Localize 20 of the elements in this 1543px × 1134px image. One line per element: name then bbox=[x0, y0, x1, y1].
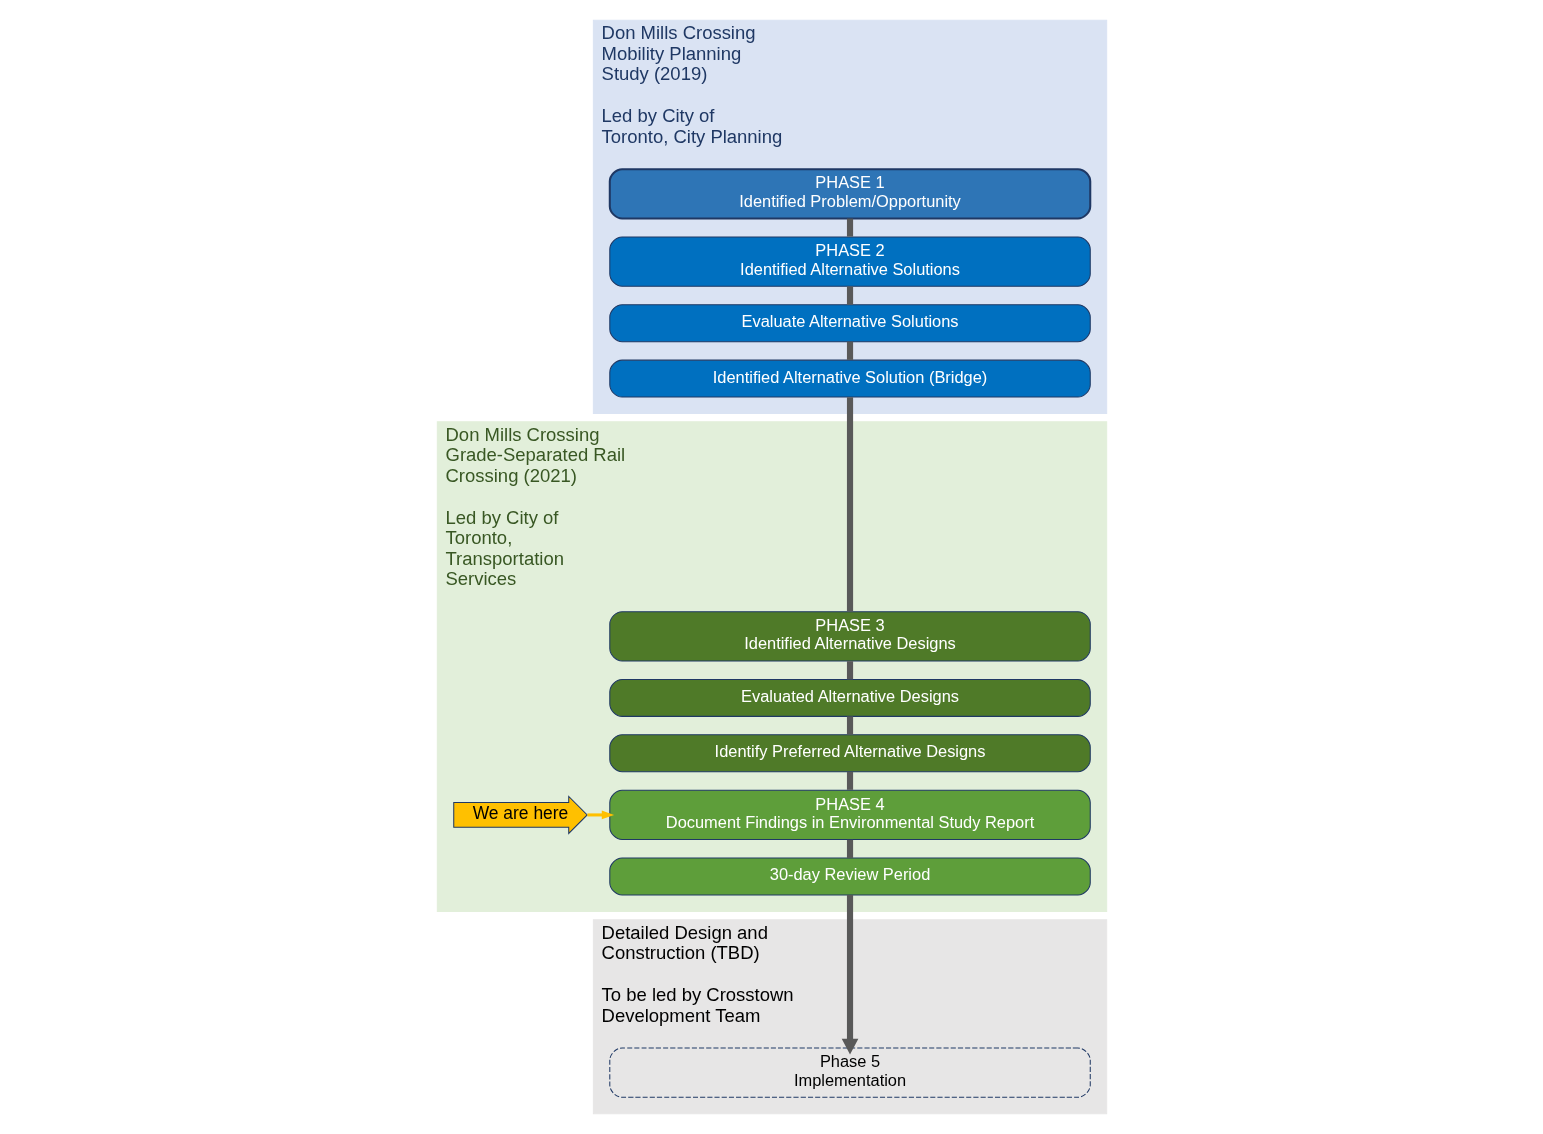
node-box: PHASE 2 Identified Alternative Solutions bbox=[608, 236, 1091, 287]
node-box: PHASE 3 Identified Alternative Designs bbox=[608, 611, 1091, 662]
connector bbox=[846, 286, 853, 305]
arrow bbox=[841, 895, 858, 1055]
connector bbox=[846, 218, 853, 237]
connector bbox=[846, 839, 853, 859]
arrow bbox=[586, 810, 614, 820]
node-box: 30-day Review Period bbox=[608, 857, 1091, 896]
node-box: Identified Alternative Solution (Bridge) bbox=[608, 359, 1091, 398]
node-box: PHASE 1 Identified Problem/Opportunity bbox=[608, 168, 1091, 220]
connector bbox=[846, 771, 853, 790]
connector bbox=[846, 397, 853, 612]
node-box: PHASE 4 Document Findings in Environmental Study Report bbox=[608, 789, 1091, 841]
node-box: Evaluate Alternative Solutions bbox=[608, 304, 1091, 343]
node-box: Identify Preferred Alternative Designs bbox=[608, 734, 1091, 773]
connector bbox=[846, 341, 853, 360]
node-box: Phase 5 Implementation bbox=[608, 1047, 1091, 1098]
connector bbox=[846, 716, 853, 735]
node-box: Evaluated Alternative Designs bbox=[608, 678, 1091, 717]
connector bbox=[846, 661, 853, 680]
